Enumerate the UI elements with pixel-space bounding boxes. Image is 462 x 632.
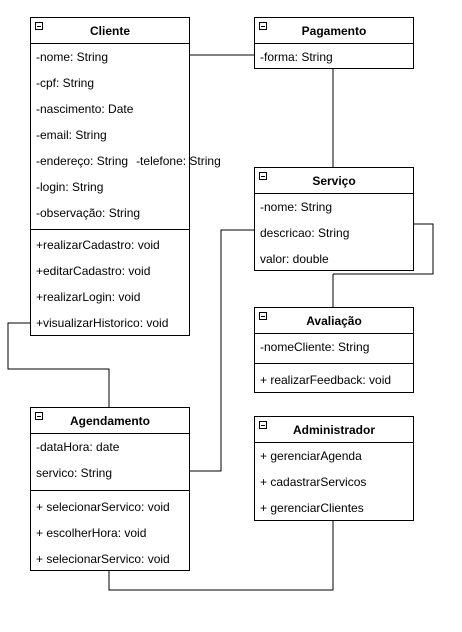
attribute-telefone: -telefone: String <box>136 154 221 168</box>
class-cliente-methods: +realizarCadastro: void +editarCadastro:… <box>31 229 189 336</box>
attribute-row: -cpf: String <box>36 76 95 90</box>
class-avaliacao-attributes: -nomeCliente: String <box>255 334 413 363</box>
class-agendamento-methods: + selecionarServico: void + escolherHora… <box>31 490 189 572</box>
class-administrador-methods: + gerenciarAgenda + cadastrarServicos + … <box>255 443 413 521</box>
method-row: + gerenciarAgenda <box>260 449 362 463</box>
class-servico[interactable]: Serviço -nome: String descricao: String … <box>254 167 414 271</box>
class-avaliacao-header[interactable]: Avaliação <box>255 308 413 334</box>
class-cliente-title: Cliente <box>89 24 130 38</box>
class-pagamento-title: Pagamento <box>301 24 367 38</box>
method-row: +realizarCadastro: void <box>36 238 160 252</box>
association-servico-agendamento <box>189 229 255 472</box>
class-servico-attributes: -nome: String descricao: String valor: d… <box>255 194 413 272</box>
collapse-icon[interactable] <box>35 412 43 420</box>
method-row: +realizarLogin: void <box>36 290 141 304</box>
class-pagamento-attributes: -forma: String <box>255 44 413 70</box>
method-row: +visualizarHistorico: void <box>36 316 169 330</box>
collapse-icon[interactable] <box>259 421 267 429</box>
method-row: +editarCadastro: void <box>36 264 151 278</box>
class-avaliacao-methods: + realizarFeedback: void <box>255 363 413 393</box>
attribute-row: -observação: String <box>36 206 141 220</box>
association-cliente-agendamento <box>7 322 110 407</box>
attribute-row: valor: double <box>260 252 329 266</box>
attribute-row: descricao: String <box>260 226 350 240</box>
class-pagamento-header[interactable]: Pagamento <box>255 18 413 44</box>
collapse-icon[interactable] <box>259 22 267 30</box>
method-row: + selecionarServico: void <box>36 500 170 514</box>
attribute-row: -nome: String <box>260 200 333 214</box>
class-servico-header[interactable]: Serviço <box>255 168 413 194</box>
attribute-row: -email: String <box>36 128 107 142</box>
class-pagamento[interactable]: Pagamento -forma: String <box>254 17 414 69</box>
association-agendamento-administrador <box>108 520 334 591</box>
attribute-row: -forma: String <box>260 50 333 64</box>
class-agendamento-header[interactable]: Agendamento <box>31 408 189 434</box>
method-row: + cadastrarServicos <box>260 475 367 489</box>
method-row: + gerenciarClientes <box>260 501 364 515</box>
method-row: + escolherHora: void <box>36 526 147 540</box>
collapse-icon[interactable] <box>35 22 43 30</box>
attribute-row: -nomeCliente: String <box>260 340 370 354</box>
attribute-row: -dataHora: date <box>36 440 120 454</box>
class-agendamento-attributes: -dataHora: date servico: String <box>31 434 189 490</box>
method-row: + realizarFeedback: void <box>260 373 392 387</box>
attribute-row: -nascimento: Date <box>36 102 134 116</box>
class-cliente[interactable]: Cliente -nome: String -cpf: String -nasc… <box>30 17 221 336</box>
class-administrador-title: Administrador <box>292 423 375 437</box>
collapse-icon[interactable] <box>259 172 267 180</box>
class-cliente-header[interactable]: Cliente <box>31 18 189 44</box>
attribute-row: -endereço: String -telefone: String <box>31 148 221 174</box>
class-servico-title: Serviço <box>312 174 356 188</box>
class-avaliacao[interactable]: Avaliação -nomeCliente: String + realiza… <box>254 307 414 393</box>
class-administrador-header[interactable]: Administrador <box>255 417 413 443</box>
class-cliente-attributes: -nome: String -cpf: String -nascimento: … <box>31 44 221 229</box>
attribute-row: -nome: String <box>36 50 109 64</box>
association-servico-self <box>333 223 434 275</box>
collapse-icon[interactable] <box>259 312 267 320</box>
class-administrador[interactable]: Administrador + gerenciarAgenda + cadast… <box>254 416 414 521</box>
class-agendamento[interactable]: Agendamento -dataHora: date servico: Str… <box>30 407 190 571</box>
attribute-endereco: -endereço: String <box>36 154 129 168</box>
method-row: + selecionarServico: void <box>36 552 170 566</box>
attribute-row: -login: String <box>36 180 104 194</box>
class-avaliacao-title: Avaliação <box>306 314 362 328</box>
class-agendamento-title: Agendamento <box>69 414 150 428</box>
attribute-row: servico: String <box>36 466 113 480</box>
